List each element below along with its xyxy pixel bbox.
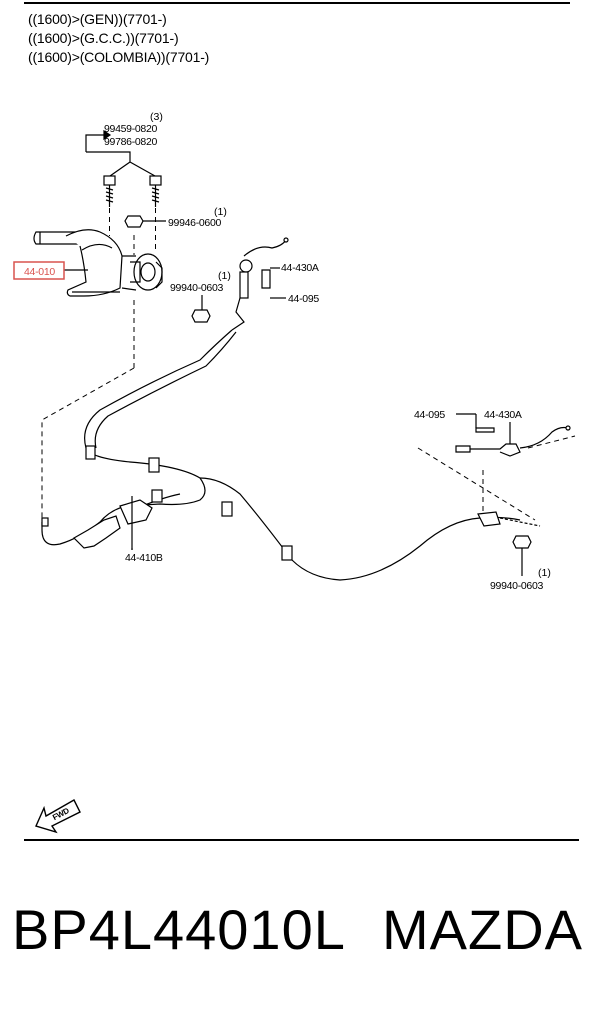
parking-brake-lever bbox=[33, 229, 163, 297]
nut-top bbox=[124, 215, 166, 228]
bolt-leader bbox=[86, 151, 156, 177]
rear-cable-end-right bbox=[477, 511, 541, 576]
nut-right-part-label: 99940-0603 bbox=[490, 580, 544, 592]
front-clip-part-label: 44-095 bbox=[288, 293, 319, 305]
bolt-part-label-a: 99459-0820 bbox=[104, 123, 158, 135]
brand-name: MAZDA bbox=[382, 898, 583, 961]
top-divider bbox=[24, 2, 570, 4]
nut-mid-part-label: 99940-0603 bbox=[170, 282, 224, 294]
front-cable-part-label: 44-430A bbox=[281, 262, 319, 274]
bolt-group-bracket bbox=[85, 134, 104, 152]
nut-mid bbox=[191, 295, 211, 323]
nut-mid-qty-label: (1) bbox=[218, 270, 231, 282]
front-cable-equalizer bbox=[231, 237, 289, 331]
rear-cable-part-label: 44-410B bbox=[125, 552, 163, 564]
applicability-line-3: ((1600)>(COLOMBIA))(7701-) bbox=[28, 49, 210, 65]
bolt-part-label-b: 99786-0820 bbox=[104, 136, 158, 148]
right-cable-part-label: 44-430A bbox=[484, 409, 522, 421]
rear-cable-end-left bbox=[41, 496, 153, 550]
bolt-left bbox=[103, 175, 116, 207]
applicability-line-2: ((1600)>(G.C.C.))(7701-) bbox=[28, 30, 179, 46]
nut-right-qty-label: (1) bbox=[538, 567, 551, 579]
bracket-arrow bbox=[103, 129, 112, 141]
nut-top-qty-label: (1) bbox=[214, 206, 227, 218]
right-clip-part-label: 44-095 bbox=[414, 409, 445, 421]
part-number: BP4L44010L bbox=[12, 898, 346, 961]
lever-assembly-part-label[interactable]: 44-010 bbox=[24, 266, 56, 278]
highlighted-part-callout bbox=[13, 261, 65, 280]
front-cable-detail bbox=[455, 413, 571, 457]
bolt-qty-label: (3) bbox=[150, 111, 163, 123]
fwd-arrow-icon bbox=[35, 799, 81, 834]
bolt-right bbox=[149, 175, 162, 207]
rear-cable-right bbox=[199, 477, 521, 581]
applicability-line-1: ((1600)>(GEN))(7701-) bbox=[28, 11, 167, 27]
bottom-divider bbox=[24, 839, 579, 841]
nut-top-part-label: 99946-0600 bbox=[168, 217, 222, 229]
